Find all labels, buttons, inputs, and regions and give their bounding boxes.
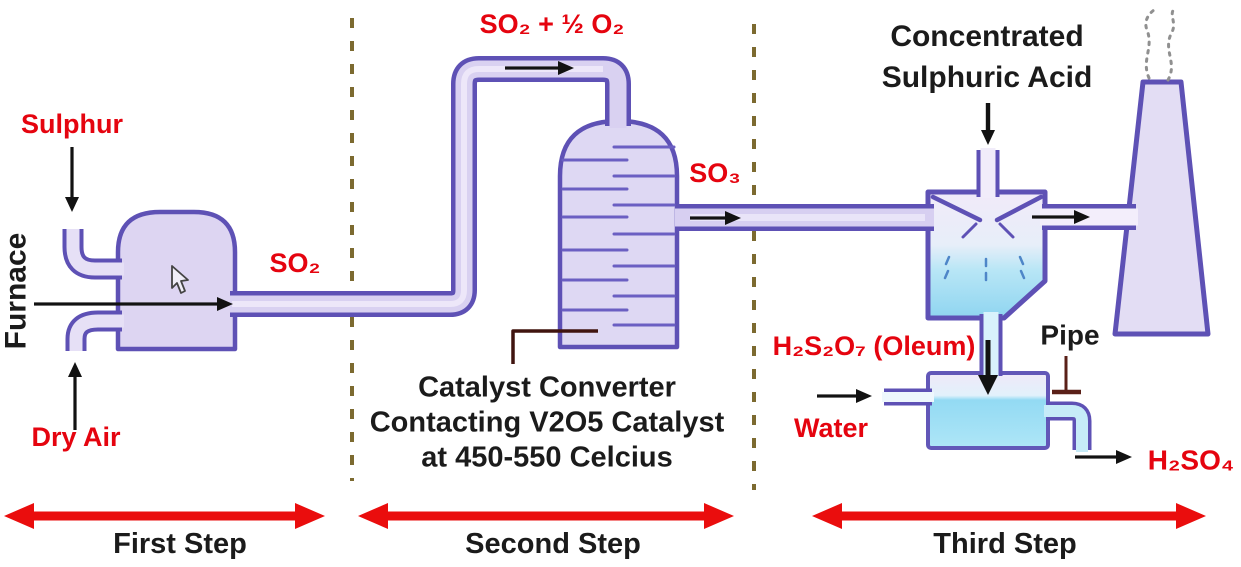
catalyst-caption-line2: Contacting V2O5 Catalyst (369, 406, 725, 439)
step-arrows (4, 503, 1206, 529)
furnace-flow-arrow (34, 297, 233, 311)
absorber-group (925, 148, 1048, 321)
water-label: Water (793, 413, 869, 444)
second-step-label: Second Step (465, 528, 641, 561)
absorber-vessel (925, 189, 1048, 321)
h2so4-arrow (1075, 450, 1132, 464)
furnace-group (62, 209, 238, 352)
so2-o2-label: SO₂ + ½ O₂ (479, 9, 625, 40)
dry-air-inlet-pipe (65, 310, 124, 351)
catalyst-callout-line (511, 329, 598, 364)
sulphur-inlet-pipe (62, 229, 124, 280)
catalyst-tray-lines (561, 145, 676, 327)
third-step-arrow (812, 503, 1206, 529)
outlet-pipe (1044, 401, 1092, 452)
so3-flow-arrow (690, 211, 741, 225)
dry-air-label: Dry Air (31, 422, 121, 453)
so2-label: SO₂ (269, 248, 321, 279)
spray-droplets (943, 255, 1026, 282)
so2-flow-arrow (505, 61, 574, 75)
to-chimney-arrow (1032, 210, 1090, 224)
first-step-arrow (4, 503, 325, 529)
catalyst-caption: Catalyst Converter Contacting V2O5 Catal… (370, 371, 725, 476)
oleum-down-arrow (978, 340, 998, 395)
concentrated-acid-line1: Concentrated (890, 20, 1084, 53)
absorber-funnel (930, 194, 1044, 239)
second-step-arrow (358, 503, 734, 529)
third-step-label: Third Step (933, 528, 1077, 561)
h2so4-label: H₂SO₄ (1147, 444, 1235, 476)
concentrated-acid-label: Concentrated Sulphuric Acid (882, 16, 1093, 98)
concentrated-acid-line2: Sulphuric Acid (881, 61, 1093, 94)
converter-group (557, 118, 680, 350)
acid-feed-arrow (981, 103, 995, 145)
chimney-group (1112, 6, 1211, 337)
dry-air-arrow (68, 362, 82, 430)
sulphur-arrow (65, 147, 79, 212)
furnace-label: Furnace (0, 232, 33, 350)
catalyst-caption-line3: at 450-550 Celcius (421, 441, 673, 474)
so2-pipe (230, 56, 631, 317)
water-arrow (817, 389, 872, 403)
pipe-callout-line (1052, 356, 1081, 395)
sulphur-label: Sulphur (21, 109, 123, 140)
pipe-label: Pipe (1040, 319, 1100, 351)
first-step-label: First Step (113, 528, 247, 561)
chimney (1112, 79, 1211, 337)
flow-arrows (34, 61, 1132, 464)
oleum-label: H₂S₂O₇ (Oleum) (772, 331, 976, 362)
smoke-dots-icon (1144, 6, 1177, 82)
so3-label: SO₃ (689, 158, 741, 189)
cursor-arrow-icon (171, 265, 189, 294)
catalyst-caption-line1: Catalyst Converter (418, 371, 676, 404)
